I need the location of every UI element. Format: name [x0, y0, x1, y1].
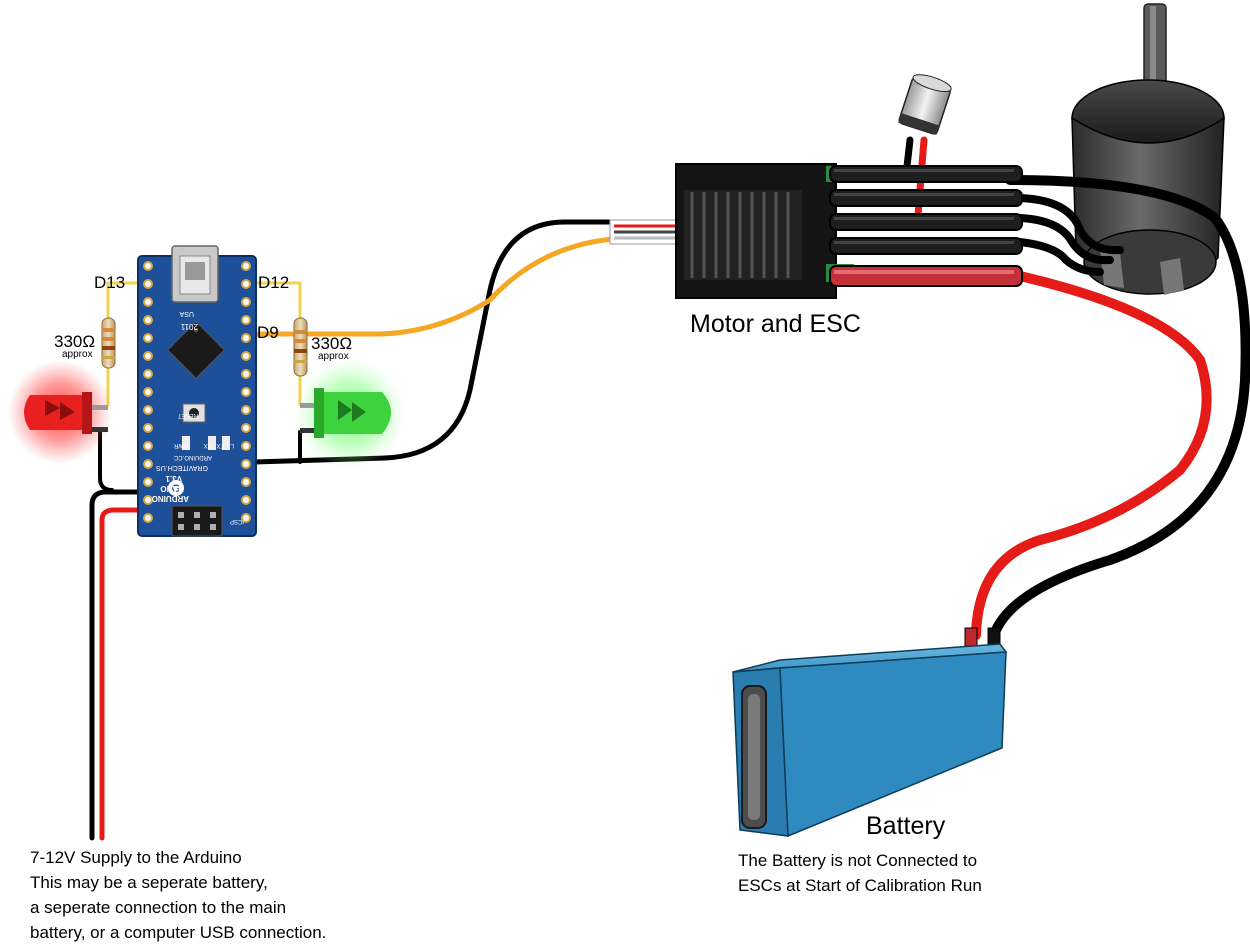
board-year: 2011 — [180, 322, 198, 331]
label-d12: D12 — [258, 273, 290, 292]
board-site: ARDUINO.CC — [173, 454, 212, 460]
label-resistor-right-sub: approx — [318, 351, 349, 362]
board-reset: RESET — [178, 412, 198, 418]
board-maker: GRAVITECH.US — [156, 464, 208, 471]
esc — [609, 74, 1023, 299]
lipo-battery — [732, 627, 1008, 838]
brushless-motor — [1071, 3, 1225, 295]
board-l: L — [230, 442, 234, 448]
svg-text:G: G — [172, 483, 181, 495]
led-red — [8, 360, 112, 464]
microcontroller-chip — [167, 321, 225, 379]
label-resistor-left-sub: approx — [62, 349, 93, 360]
resistor-right — [293, 317, 308, 377]
label-resistor-right: 330Ω — [311, 334, 353, 353]
label-battery: Battery — [866, 812, 946, 840]
board-line3: V3.1 — [165, 474, 182, 483]
label-d9: D9 — [257, 323, 279, 342]
board-tx: TX — [216, 442, 224, 448]
arduino-nano: G ARDUINO NANO V3.1 GRAVITECH.US ARDUINO… — [137, 245, 257, 537]
board-icsp: ICSP — [230, 518, 244, 524]
label-d13: D13 — [94, 273, 126, 292]
led-green — [295, 359, 405, 469]
note-supply: 7-12V Supply to the Arduino This may be … — [30, 848, 327, 942]
label-resistor-left: 330Ω — [54, 332, 96, 351]
board-rx: RX — [204, 442, 212, 448]
label-motor-esc: Motor and ESC — [690, 310, 861, 338]
board-pwr: PWR — [173, 442, 188, 448]
wires — [89, 136, 1250, 841]
note-battery: The Battery is not Connected to ESCs at … — [738, 851, 982, 895]
resistor-left — [101, 317, 116, 369]
board-country: USA — [179, 310, 194, 317]
pin-header-right — [241, 261, 251, 523]
pin-header-left — [143, 261, 153, 523]
board-line2: NANO — [160, 484, 184, 493]
board-line1: ARDUINO — [152, 494, 189, 503]
